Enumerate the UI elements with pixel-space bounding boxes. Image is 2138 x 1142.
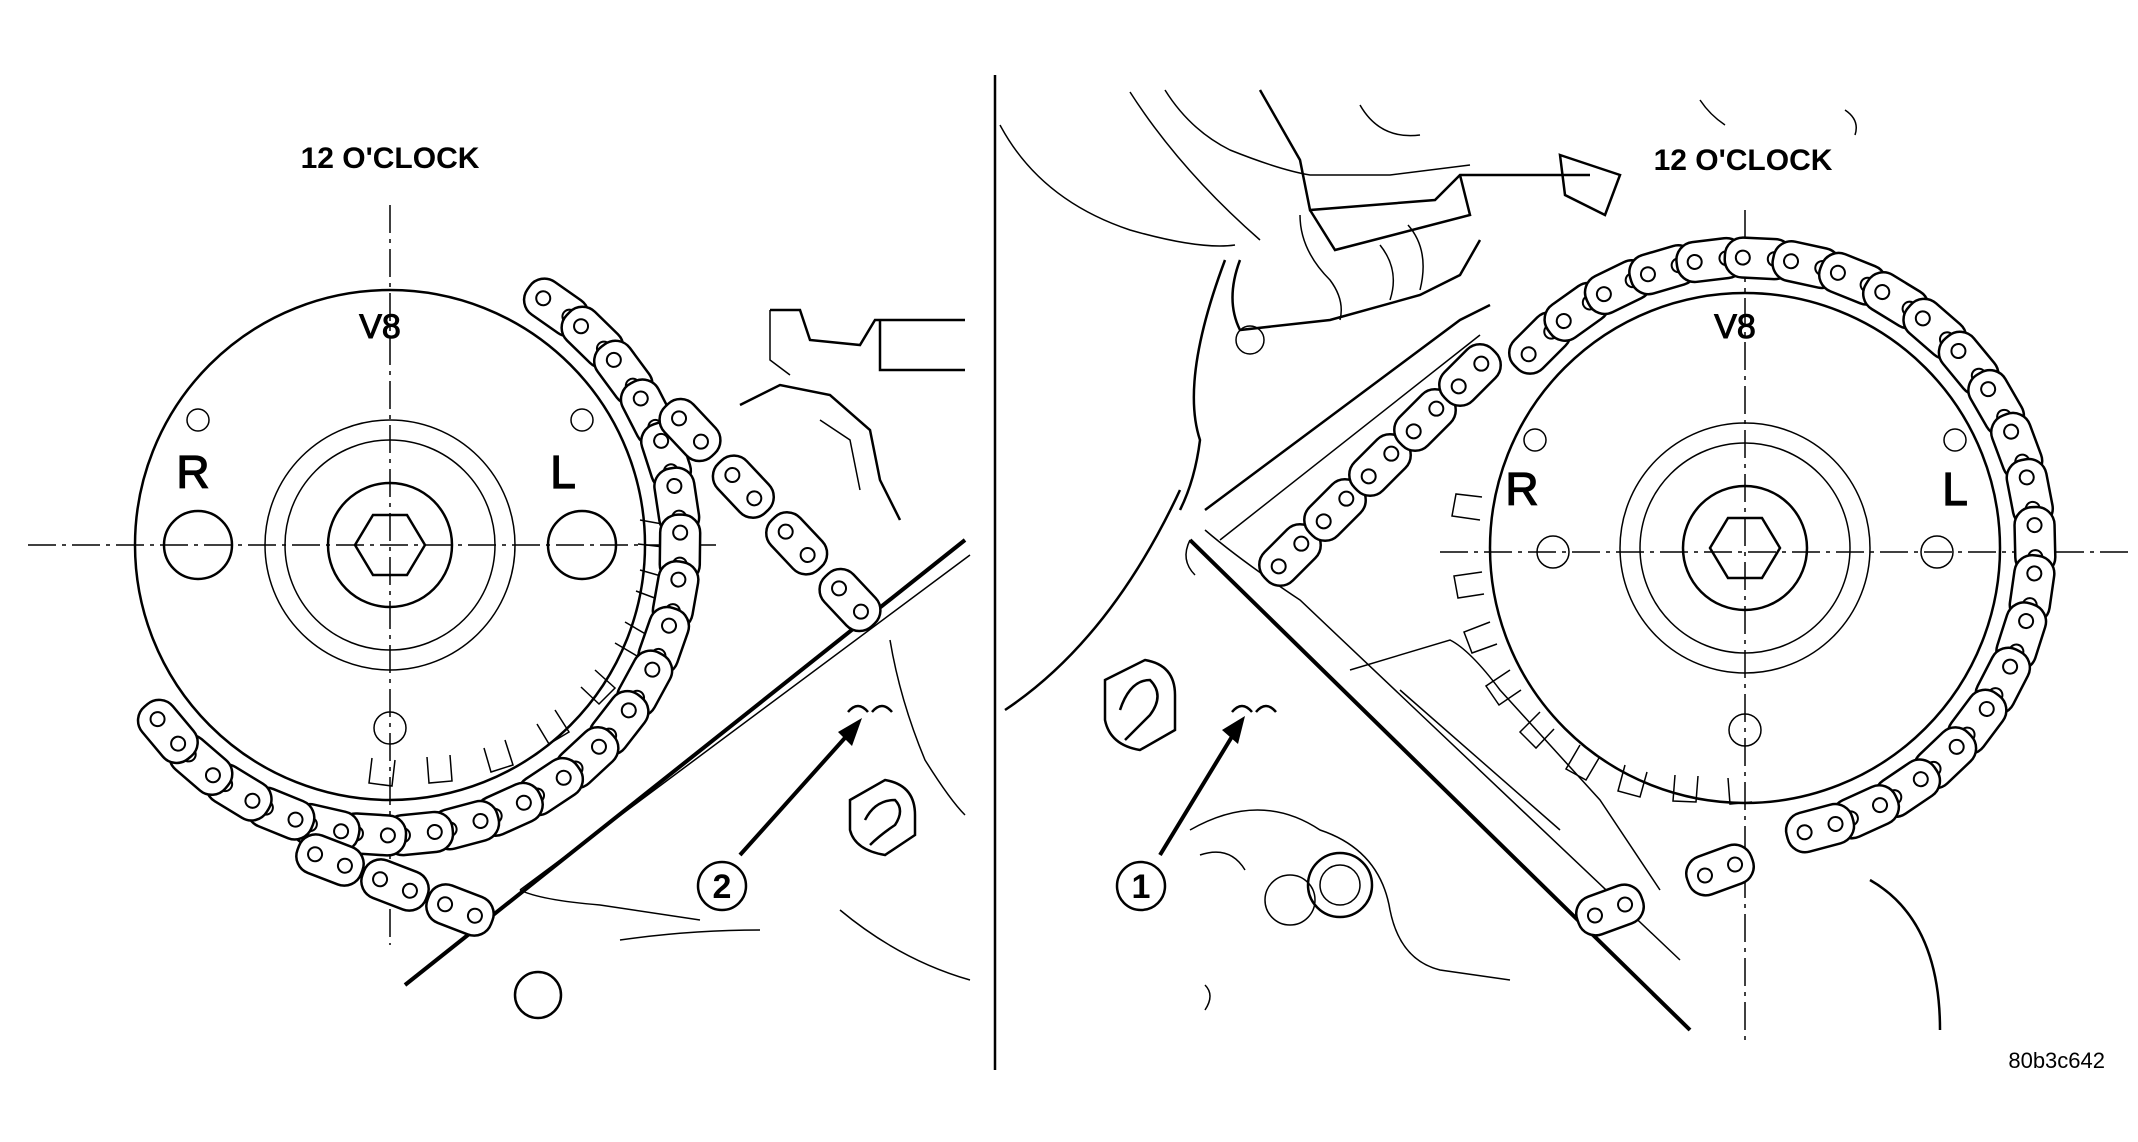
left-engine-label: V8 — [359, 308, 401, 346]
callout-2-number: 2 — [713, 868, 732, 906]
chain-link — [711, 454, 776, 519]
left-tensioner-housing — [739, 308, 965, 521]
chain-link — [360, 858, 430, 912]
right-lower-block — [1189, 809, 1942, 1031]
right-r-mark: R — [1505, 463, 1538, 515]
right-timing-mark — [1231, 704, 1277, 713]
left-l-mark: L — [550, 446, 576, 498]
right-chain-guide — [1185, 303, 1692, 1032]
left-casting-tab — [848, 778, 917, 857]
chain-link — [818, 567, 882, 633]
chain-link — [1438, 343, 1502, 407]
chain-link — [1348, 433, 1412, 497]
callout-2-circle — [696, 860, 748, 912]
chain-link — [1393, 388, 1457, 452]
chain-link — [1784, 802, 1856, 854]
right-timing-chain — [1258, 236, 2057, 937]
right-camshaft-sprocket — [1440, 210, 2130, 1040]
right-engine-label: V8 — [1714, 308, 1756, 346]
left-dowel-hole — [513, 970, 563, 1020]
callout-1-circle — [1115, 860, 1167, 912]
right-callout-arrow — [1158, 716, 1245, 857]
chain-link — [1575, 883, 1645, 937]
left-panel: 2 12 O'CLOCK V8 R L — [28, 142, 971, 1020]
right-engine-block — [999, 89, 1857, 712]
chain-link — [295, 833, 365, 887]
chain-link — [425, 883, 495, 937]
right-panel: 1 12 O'CLOCK V8 R L — [999, 89, 2130, 1040]
chain-link — [764, 511, 829, 576]
chain-link — [1258, 523, 1322, 587]
right-l-mark: L — [1942, 463, 1968, 515]
right-clock-label: 12 O'CLOCK — [1654, 144, 1833, 177]
left-clock-label: 12 O'CLOCK — [301, 142, 480, 175]
callout-1-number: 1 — [1132, 868, 1151, 906]
chain-link — [136, 698, 199, 765]
chain-link — [1685, 843, 1755, 897]
chain-link — [658, 397, 722, 463]
left-timing-chain — [136, 277, 882, 937]
figure-id: 80b3c642 — [2008, 1048, 2105, 1073]
left-timing-mark — [847, 704, 893, 713]
left-callout-arrow — [738, 718, 862, 857]
right-casting-tab — [1103, 658, 1177, 752]
left-r-mark: R — [176, 446, 209, 498]
